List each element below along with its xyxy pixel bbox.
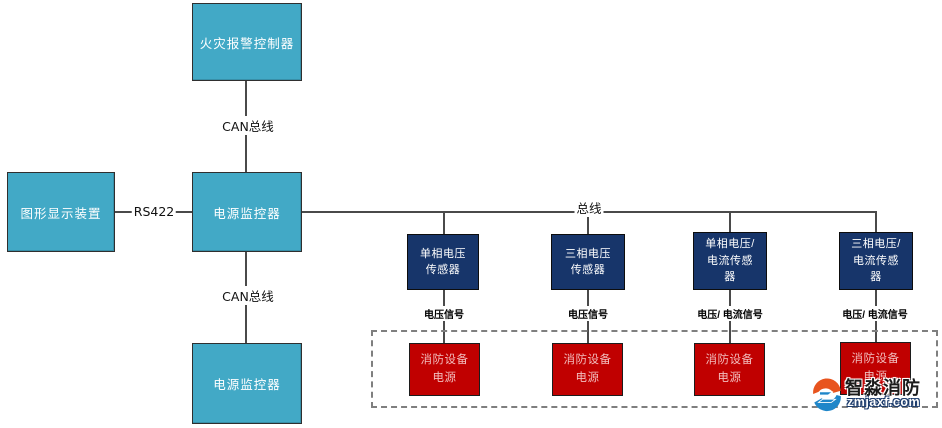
sensor-node-three-phase-voltage: 三相电压 传感器 [551, 234, 625, 290]
graphic-display-node: 图形显示装置 [7, 172, 115, 252]
bus-drop-sensor-2 [587, 212, 589, 234]
sensor-node-three-phase-voltage-current: 三相电压/ 电流传感 器 [839, 232, 913, 290]
fire-psu-node-4: 消防设备 电源 [840, 342, 911, 395]
can-bus-label-top: CAN总线 [220, 116, 276, 135]
sensor-node-single-phase-voltage-current: 单相电压/ 电流传感 器 [693, 232, 767, 290]
watermark-brand-text: 智淼消防 [845, 378, 921, 398]
fire-psu-node-3: 消防设备 电源 [694, 343, 765, 396]
fire-alarm-controller-node: 火灾报警控制器 [192, 3, 302, 81]
fire-psu-node-1: 消防设备 电源 [409, 343, 480, 396]
zhimiao-logo-icon [813, 378, 841, 412]
fire-equipment-power-zone [371, 330, 938, 408]
main-bus-label: 总线 [574, 198, 604, 217]
power-monitor-node: 电源监控器 [192, 172, 302, 252]
watermark: 智淼消防 zmjaxf.com [806, 372, 942, 418]
signal-label-3: 电压/ 电流信号 [695, 306, 765, 321]
signal-label-1: 电压信号 [422, 306, 466, 321]
sensor-node-single-phase-voltage: 单相电压 传感器 [407, 234, 479, 290]
bus-drop-sensor-1 [443, 212, 445, 234]
fire-psu-node-2: 消防设备 电源 [552, 343, 623, 396]
power-monitor-bottom-node: 电源监控器 [192, 343, 302, 424]
can-bus-label-bottom: CAN总线 [220, 286, 276, 305]
signal-label-2: 电压信号 [566, 306, 610, 321]
bus-drop-sensor-4 [875, 212, 877, 234]
signal-label-4: 电压/ 电流信号 [840, 306, 910, 321]
watermark-site-text: zmjaxf.com [847, 395, 921, 409]
bus-drop-sensor-3 [729, 212, 731, 234]
rs422-label: RS422 [131, 204, 177, 219]
